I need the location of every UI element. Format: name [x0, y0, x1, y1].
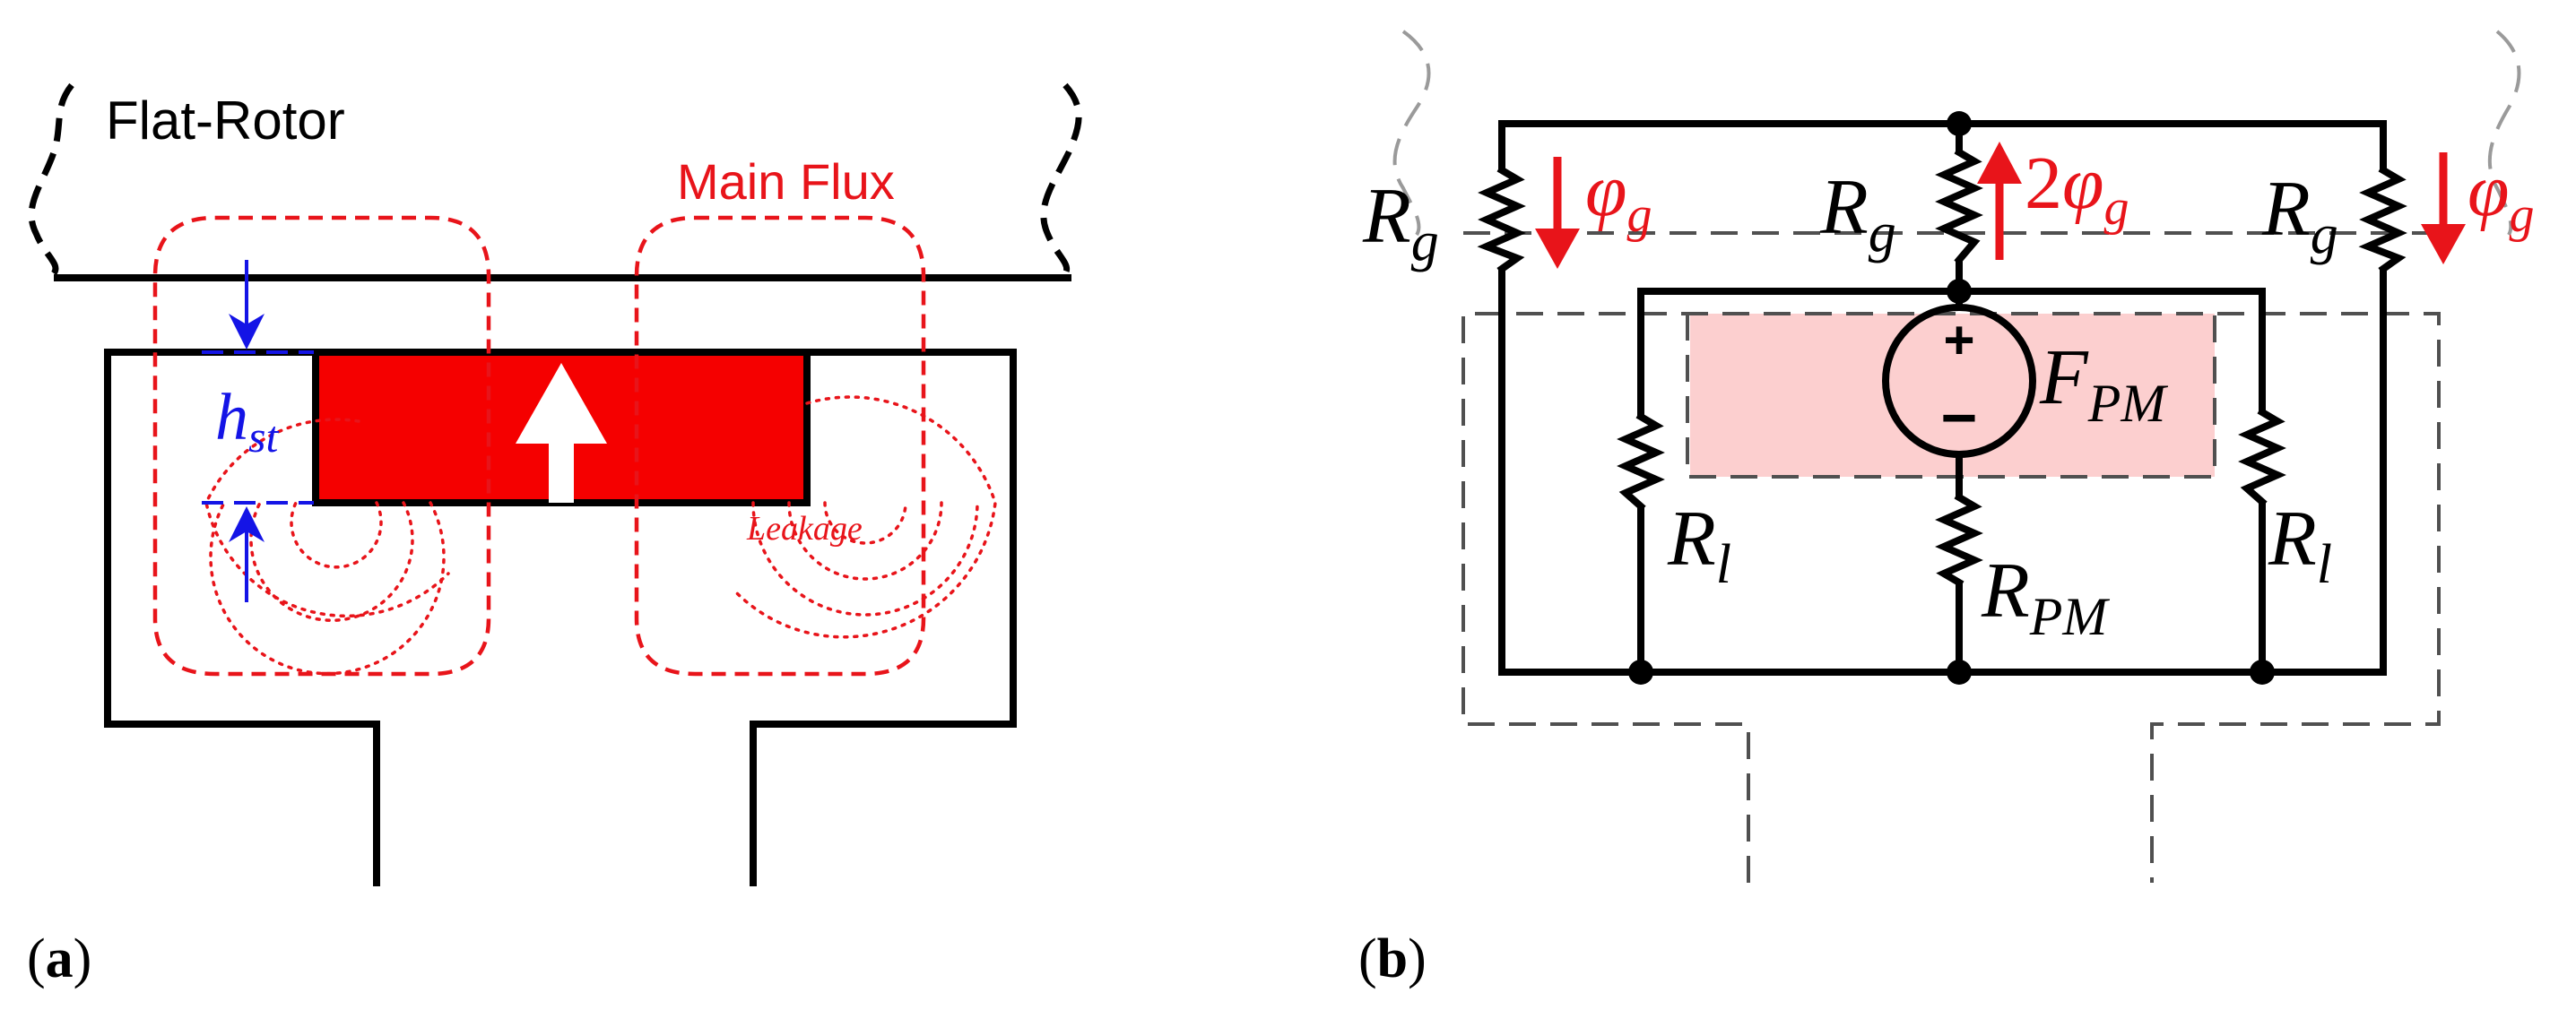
resistor-rg-left	[1477, 165, 1526, 274]
panel-b-label: (b)	[1358, 928, 1427, 989]
magnet-outline-dashed	[1686, 314, 2216, 479]
panel-a: Flat-Rotor Main Flux Leakage	[27, 82, 1082, 989]
rpm-label: RPM	[1981, 548, 2110, 646]
rg-label-right: Rg	[2261, 166, 2338, 265]
main-flux-loop-right	[634, 215, 926, 677]
machine-outline-dashed	[1461, 312, 2441, 883]
flux-arrow-right	[2421, 152, 2466, 264]
source-minus: −	[1941, 383, 1978, 453]
rl-label-left: Rl	[1667, 496, 1731, 595]
phi-label-middle: 2φg	[2025, 142, 2129, 236]
resistor-rg-middle	[1935, 147, 1983, 265]
pm-region	[1690, 314, 2215, 477]
phi-label-right: φg	[2468, 149, 2534, 243]
resistor-rpm	[1935, 492, 1983, 588]
leakage-label: Leakage	[746, 510, 863, 548]
rl-label-right: Rl	[2268, 496, 2332, 595]
fpm-label: FPM	[2039, 334, 2168, 433]
rotor-break-right	[1040, 82, 1082, 276]
magnetization-arrow	[516, 363, 607, 503]
flux-arrow-middle	[1977, 142, 2022, 260]
resistor-rl-left	[1617, 411, 1665, 512]
mmf-source-fpm	[1882, 304, 2036, 458]
rg-label-middle: Rg	[1819, 164, 1896, 263]
phi-label-left: φg	[1585, 149, 1652, 243]
source-plus: +	[1943, 310, 1974, 370]
flat-rotor-label: Flat-Rotor	[106, 91, 345, 151]
rg-label-left: Rg	[1362, 173, 1439, 272]
flux-arrow-left	[1535, 157, 1580, 269]
leakage-flux-right	[733, 395, 997, 639]
rotor-break-left-b	[1392, 30, 1431, 237]
resistor-rg-right	[2358, 165, 2407, 274]
hst-label: hst	[215, 381, 279, 462]
rotor-break-left	[28, 82, 74, 276]
panel-a-label: (a)	[27, 928, 91, 989]
resistor-rl-right	[2238, 407, 2286, 507]
junction-dots	[1628, 111, 2275, 685]
panel-b: + − Rg Rg Rg φg 2φg φg	[1358, 30, 2534, 989]
hst-dimension	[202, 260, 314, 602]
leakage-flux-left	[204, 418, 450, 676]
main-flux-label: Main Flux	[677, 153, 895, 210]
